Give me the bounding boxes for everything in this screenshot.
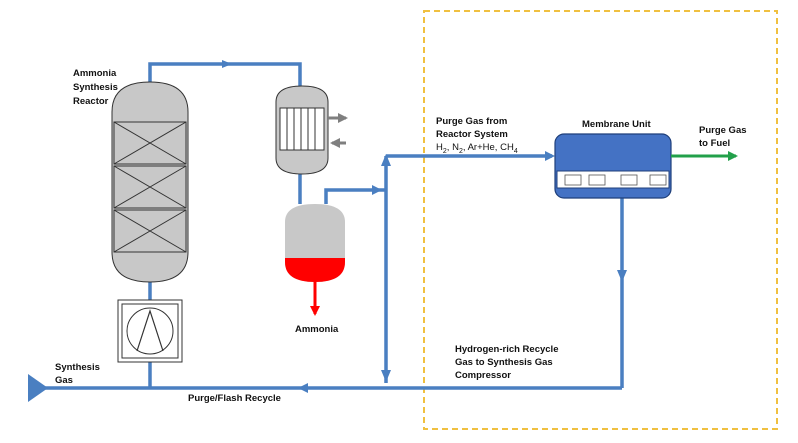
liquid-ammonia-level [285, 258, 345, 282]
coolant-arrows [328, 113, 348, 148]
heat-exchanger [275, 85, 329, 175]
synthesis-gas-inlet-icon [28, 374, 48, 402]
ammonia-synthesis-reactor [111, 81, 189, 283]
arrow-left-recycle [298, 383, 308, 393]
synthesis-gas-label: Synthesis Gas [55, 362, 103, 386]
compressor [117, 299, 183, 363]
ammonia-separator [285, 204, 345, 282]
pipe-reactor-to-exchanger [148, 62, 302, 86]
membrane-system-boundary [423, 10, 778, 430]
purge-gas-to-fuel-label: Purge Gas to Fuel [699, 125, 749, 149]
purge-gas-from-label: Purge Gas from Reactor System [436, 116, 510, 140]
arrow-up-riser [381, 154, 391, 166]
arrow-down-permeate [617, 270, 627, 282]
flow-arrows [222, 60, 627, 393]
membrane-unit [554, 133, 672, 199]
pipe-separator-to-riser [324, 188, 386, 204]
purge-flash-recycle-label: Purge/Flash Recycle [188, 393, 281, 404]
arrow-into-membrane [545, 151, 555, 161]
reactor-label: Ammonia Synthesis Reactor [73, 68, 121, 107]
composition-label: H2, N2, Ar+He, CH4 [436, 142, 518, 155]
membrane-unit-label: Membrane Unit [582, 119, 651, 130]
hydrogen-recycle-label: Hydrogen-rich Recycle Gas to Synthesis G… [455, 344, 561, 381]
arrow-right-top [222, 60, 232, 68]
arrow-down-riser [381, 370, 391, 382]
arrow-right-separator [372, 185, 382, 195]
ammonia-label: Ammonia [295, 324, 339, 335]
